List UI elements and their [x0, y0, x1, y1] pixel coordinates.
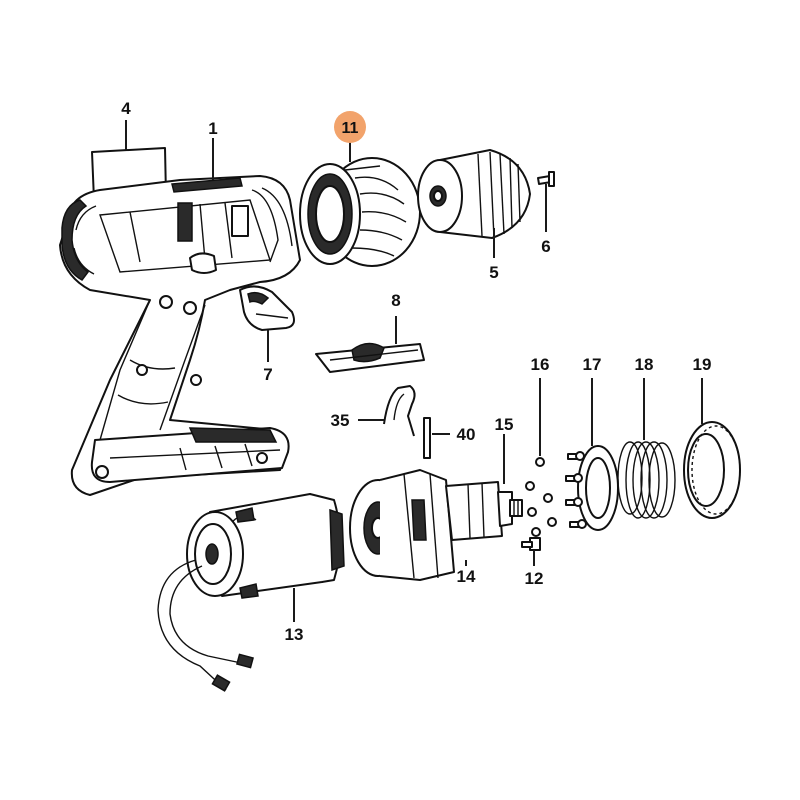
callout-18: 18: [635, 355, 654, 374]
leader-lines: [125, 120, 703, 622]
part-11-clutch-ring: [299, 157, 421, 267]
part-6-screw: [537, 171, 555, 187]
callout-7: 7: [263, 365, 272, 384]
callout-8: 8: [391, 291, 400, 310]
callout-14: 14: [457, 567, 476, 586]
callout-11: 11: [342, 120, 359, 137]
part-8-switch-plate: [315, 342, 425, 373]
callout-35: 35: [331, 411, 350, 430]
part-14-gearbox: [349, 469, 523, 581]
callout-1: 1: [208, 119, 217, 138]
callout-5: 5: [489, 263, 498, 282]
callout-17: 17: [583, 355, 602, 374]
callout-6: 6: [541, 237, 550, 256]
callout-12: 12: [525, 569, 544, 588]
callout-15: 15: [495, 415, 514, 434]
part-16-balls: [525, 457, 557, 537]
part-12-screw: [521, 537, 541, 551]
callout-13: 13: [285, 625, 304, 644]
part-7-trigger: [239, 285, 295, 331]
part-5-chuck: [417, 149, 531, 239]
callout-labels: 11 4 1 5 6 7 8 35 40 15 16 17 18 19 14 1…: [121, 99, 711, 644]
part-13-motor: [157, 493, 345, 692]
part-19-ring: [683, 421, 741, 519]
part-18-spring: [617, 441, 676, 519]
part-40-pin: [423, 417, 431, 459]
part-35-spring-clip: [383, 385, 416, 437]
callout-19: 19: [693, 355, 712, 374]
callout-40: 40: [457, 425, 476, 444]
callout-16: 16: [531, 355, 550, 374]
callout-4: 4: [121, 99, 131, 118]
part-11-highlight-marker: [334, 111, 366, 143]
part-17-pin-plate: [565, 445, 619, 531]
part-1-housing: [59, 175, 301, 496]
